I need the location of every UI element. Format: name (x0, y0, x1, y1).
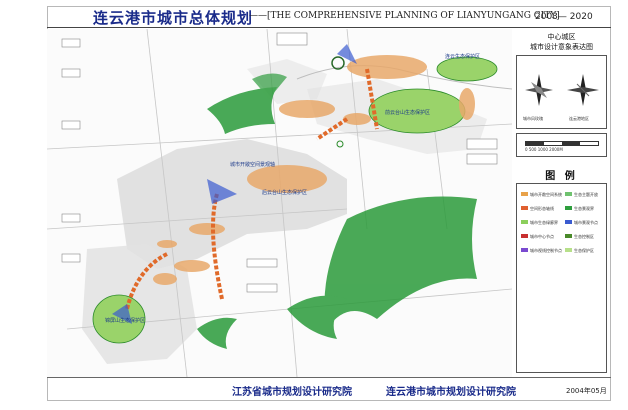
legend-swatch (521, 248, 528, 252)
title-bar: 连云港市城市总体规划 ——[THE COMPREHENSIVE PLANNING… (47, 6, 611, 28)
sidebar-subtitle-2: 城市设计意象表达图 (530, 43, 593, 51)
legend-swatch (521, 220, 528, 224)
legend-swatch (565, 206, 572, 210)
fan-north-small (252, 73, 287, 99)
sidebar-subtitle-1: 中心城区 (547, 33, 576, 41)
fan-east-large (324, 196, 477, 329)
title-divider (47, 27, 611, 28)
map-title: 连云港市城市总体规划 (93, 9, 254, 27)
legend-sidebar: 中心城区 城市设计意象表达图 城市风玫瑰 连云港地区 0 500 1000 20… (512, 29, 611, 377)
footer-date: 2004年05月 (566, 387, 607, 395)
legend-swatch (521, 192, 528, 196)
legend-label: 生态保护区 (574, 248, 594, 253)
institute-left: 江苏省城市规划设计研究院 (232, 387, 352, 398)
legend-label: 生态主题开放 (574, 192, 598, 197)
legend-swatch (565, 192, 572, 196)
rose-left-label: 城市风玫瑰 (523, 116, 543, 121)
node-east (336, 140, 344, 148)
fan-south-small (197, 317, 237, 349)
scale-bar-panel: 0 500 1000 2000M (516, 133, 607, 157)
map-canvas: 连云生态保护区 前云台山生态保护区 后云台山生态保护区 锦屏山生态保护区 城市开… (47, 29, 512, 377)
label-houyuntai-zone: 后云台山生态保护区 (262, 190, 308, 196)
legend-swatch (521, 206, 528, 210)
scale-text: 0 500 1000 2000M (525, 147, 563, 152)
legend-swatch (565, 220, 572, 224)
fan-northwest (207, 87, 277, 134)
center-node (331, 56, 345, 70)
legend-label: 生态控制区 (574, 234, 594, 239)
legend-label: 城市视线控制节点 (530, 248, 562, 253)
legend-label: 城市生态绿廊界 (530, 220, 558, 225)
wind-roses (525, 74, 599, 106)
label-lianyun-zone: 连云生态保护区 (445, 54, 481, 60)
map-title-english: ——[THE COMPREHENSIVE PLANNING OF LIANYUN… (249, 11, 560, 21)
fan-southeast (287, 295, 347, 339)
legend-label: 空间形态轴线 (530, 206, 554, 211)
legend-title: 图 例 (545, 171, 578, 182)
scale-bar (525, 141, 599, 146)
legend-label: 城市景观节点 (574, 220, 598, 225)
label-landscape-axis: 城市开敞空间景观轴 (230, 162, 276, 168)
wind-rose-panel: 城市风玫瑰 连云港地区 (516, 55, 607, 129)
planning-period: 2003— 2020 (535, 12, 593, 22)
compass-rose-icon (567, 74, 599, 106)
legend-label: 城市中心节点 (530, 234, 554, 239)
legend-label: 城市开敞空间系统 (530, 192, 562, 197)
callout-boxes (61, 32, 498, 293)
green-fans (197, 73, 477, 349)
map-drawing (47, 29, 512, 377)
view-cones (112, 44, 357, 324)
wind-rose-icon (525, 74, 553, 106)
legend-label: 生态景观界 (574, 206, 594, 211)
label-jinping-zone: 锦屏山生态保护区 (105, 318, 146, 324)
zone-jinping-ellipse (92, 294, 146, 344)
institute-right: 连云港市城市规划设计研究院 (386, 387, 516, 398)
legend-swatch (565, 234, 572, 238)
label-qianyuntai-zone: 前云台山生态保护区 (385, 110, 431, 116)
legend-swatch (521, 234, 528, 238)
zone-lianyun-ellipse (436, 56, 498, 82)
footer-divider (47, 377, 611, 378)
legend-panel: 城市开敞空间系统 生态主题开放空间形态轴线 生态景观界城市生态绿廊界 城市景观节点城市… (516, 183, 607, 373)
rose-right-label: 连云港地区 (569, 116, 589, 121)
legend-swatch (565, 248, 572, 252)
